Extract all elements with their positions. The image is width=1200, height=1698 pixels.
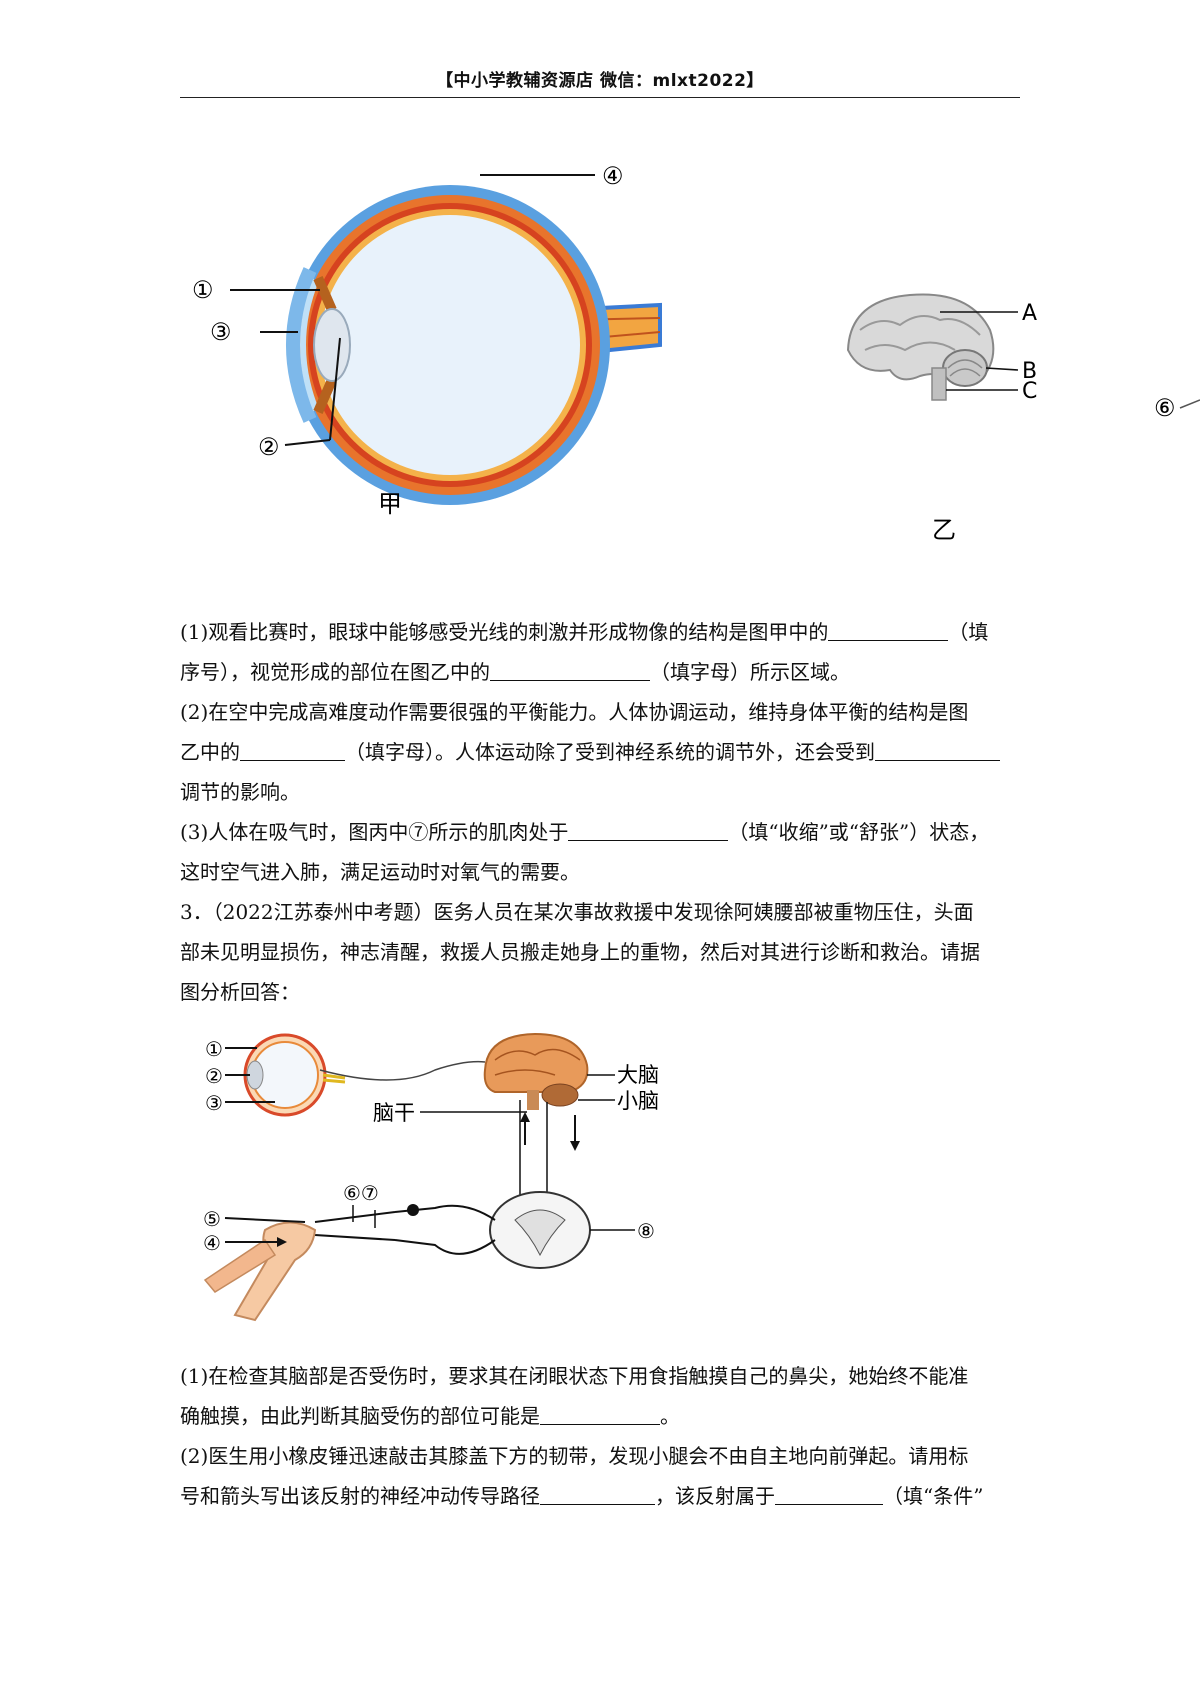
arc-label-8: ⑧ <box>637 1219 655 1243</box>
arc-label-1: ① <box>205 1037 223 1061</box>
q3-2-line1: (2)医生用小橡皮锤迅速敲击其膝盖下方的韧带，发现小腿会不由自主地向前弹起。请用… <box>180 1444 969 1468</box>
eye-caption: 甲 <box>378 490 402 518</box>
q3-stem-line3: 图分析回答： <box>180 980 300 1004</box>
answer-blank[interactable] <box>875 738 1000 761</box>
eye-label-2: ② <box>258 433 280 461</box>
q2-2-line1: (2)在空中完成高难度动作需要很强的平衡能力。人体协调运动，维持身体平衡的结构是… <box>180 700 969 724</box>
q2-1-line1: (1)观看比赛时，眼球中能够感受光线的刺激并形成物像的结构是图甲中的（填 <box>180 618 989 644</box>
brain-diagram: A B C 乙 <box>846 293 1037 544</box>
arc-label-brain: 大脑 <box>617 1063 659 1087</box>
reflex-arc-diagram: ① ② ③ 大脑 小脑 脑干 ⑧ ⑥⑦ ⑤ ④ <box>203 1032 659 1322</box>
arc-label-67: ⑥⑦ <box>343 1181 379 1205</box>
brain-label-c: C <box>1022 379 1037 404</box>
arc-label-4: ④ <box>203 1231 221 1255</box>
brain-label-a: A <box>1022 301 1037 326</box>
arc-label-3: ③ <box>205 1091 223 1115</box>
answer-blank[interactable] <box>568 818 729 841</box>
brain-label-b: B <box>1022 359 1037 384</box>
q3-stem-line2: 部未见明显损伤，神志清醒，救援人员搬走她身上的重物，然后对其进行诊断和救治。请据 <box>180 940 980 964</box>
arc-label-5: ⑤ <box>203 1207 221 1231</box>
q2-3-line1: (3)人体在吸气时，图丙中⑦所示的肌肉处于（填“收缩”或“舒张”）状态， <box>180 818 990 844</box>
eyeball-diagram: ① ③ ② ④ 甲 <box>192 162 662 518</box>
q2-2-line3: 调节的影响。 <box>180 780 300 804</box>
arc-label-2: ② <box>205 1064 223 1088</box>
page-header: 【中小学教辅资源店 微信：mlxt2022】 <box>436 71 764 91</box>
q3-stem-line1: 3．（2022江苏泰州中考题）医务人员在某次事故救援中发现徐阿姨腰部被重物压住，… <box>180 900 974 924</box>
answer-blank[interactable] <box>540 1402 660 1425</box>
q2-3-line2: 这时空气进入肺，满足运动时对氧气的需要。 <box>180 860 580 884</box>
answer-blank[interactable] <box>240 738 345 761</box>
answer-blank[interactable] <box>540 1482 655 1505</box>
q3-2-line2: 号和箭头写出该反射的神经冲动传导路径，该反射属于（填“条件” <box>180 1482 984 1508</box>
q3-1-line2: 确触摸，由此判断其脑受伤的部位可能是。 <box>180 1402 680 1428</box>
q2-1-line2: 序号），视觉形成的部位在图乙中的（填字母）所示区域。 <box>180 658 850 684</box>
question-3-subparts: (1)在检查其脑部是否受伤时，要求其在闭眼状态下用食指触摸自己的鼻尖，她始终不能… <box>180 1356 1022 1516</box>
q3-1-line1: (1)在检查其脑部是否受伤时，要求其在闭眼状态下用食指触摸自己的鼻尖，她始终不能… <box>180 1364 969 1388</box>
eye-label-3: ③ <box>210 318 232 346</box>
arc-label-brainstem: 脑干 <box>373 1101 415 1125</box>
answer-blank[interactable] <box>775 1482 883 1505</box>
answer-blank[interactable] <box>490 658 650 681</box>
answer-blank[interactable] <box>828 618 949 641</box>
bing-label-6: ⑥ <box>1154 394 1176 422</box>
eye-label-1: ① <box>192 276 214 304</box>
partial-figure-bing: ⑥ <box>1154 394 1200 422</box>
brain-caption: 乙 <box>932 516 956 544</box>
question-2-text: (1)观看比赛时，眼球中能够感受光线的刺激并形成物像的结构是图甲中的（填 序号）… <box>180 612 1022 1012</box>
eye-label-4: ④ <box>602 162 624 190</box>
q2-2-line2: 乙中的（填字母）。人体运动除了受到神经系统的调节外，还会受到 <box>180 732 1022 772</box>
arc-label-cerebellum: 小脑 <box>617 1089 659 1113</box>
header-rule <box>180 97 1020 98</box>
